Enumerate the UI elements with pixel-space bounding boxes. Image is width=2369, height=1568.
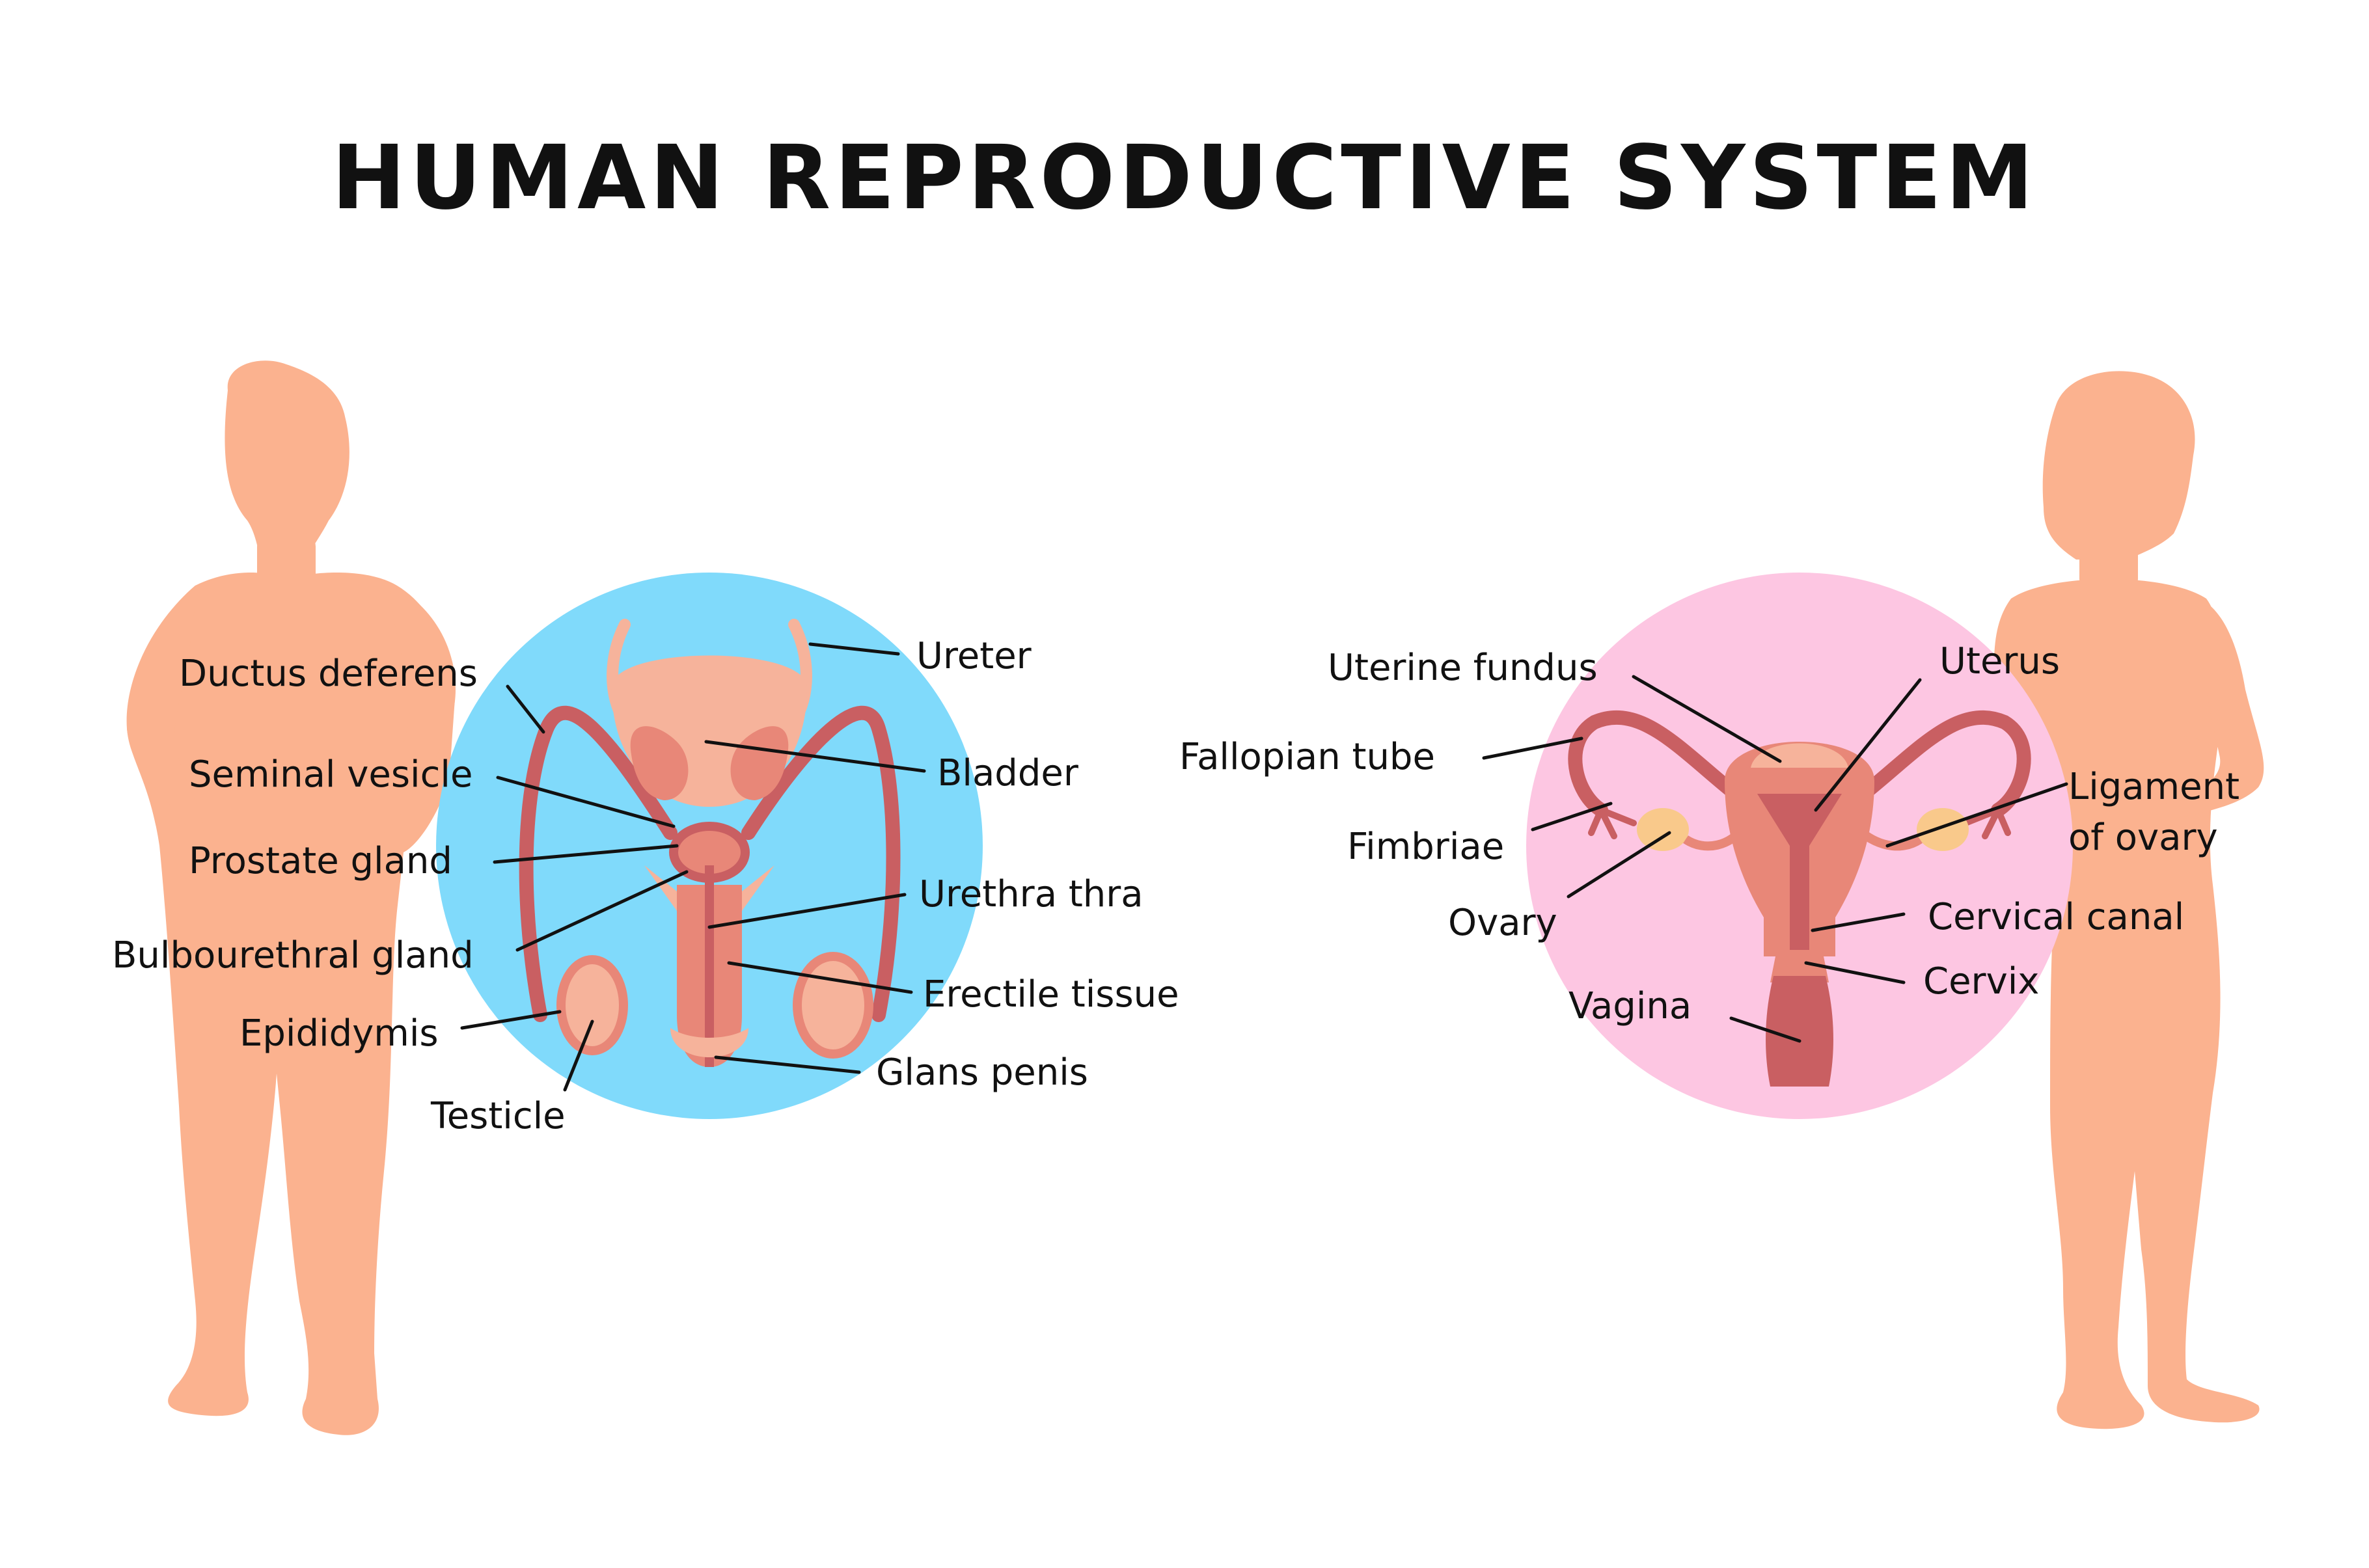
female-uterine-fundus [1751,743,1848,768]
male-leader-lines [460,642,926,1092]
male-testicle-right [793,952,873,1059]
label-fallopian-tube: Fallopian tube [1179,736,1435,778]
label-ligament-line1: Ligament [2068,766,2239,808]
label-ligament-line2: of ovary [2068,817,2218,859]
female-fallopian-left [1568,710,1738,817]
female-arm [2156,599,2264,820]
female-fimbriae-left [1588,807,1637,839]
female-uterine-cavity [1757,794,1842,950]
label-bulbourethral-gland: Bulbourethral gland [112,934,474,977]
male-organs [519,619,901,1067]
label-ureter: Ureter [916,635,1032,677]
label-fimbriae: Fimbriae [1347,826,1504,868]
female-ovary-left [1637,808,1689,851]
label-ovary: Ovary [1448,902,1557,944]
male-bladder-inner [630,726,689,800]
label-glans-penis: Glans penis [876,1051,1088,1094]
male-silhouette [126,360,456,1435]
female-cervix [1770,950,1829,982]
label-cervix: Cervix [1923,960,2039,1003]
female-hand [2148,736,2213,763]
label-cervical-canal: Cervical canal [1928,896,2184,938]
male-left-arm [127,586,204,837]
female-organs [1568,710,2031,1087]
male-right-arm [311,586,456,848]
label-vagina: Vagina [1568,985,1691,1027]
male-head [225,360,349,560]
label-bladder: Bladder [937,752,1079,794]
male-glans [670,1028,748,1057]
male-ductus-left [519,705,678,1022]
label-uterine-fundus: Uterine fundus [1328,647,1598,689]
label-testicle: Testicle [430,1095,566,1137]
female-vagina [1766,976,1833,1087]
female-leader-lines [1482,675,2068,1043]
female-fallopian-right [1861,710,2031,817]
female-fimbriae-right [1962,807,2011,839]
male-bladder-inner-right [730,726,789,800]
label-seminal-vesicle: Seminal vesicle [189,753,472,796]
page-title: HUMAN REPRODUCTIVE SYSTEM [331,127,2037,230]
female-head [2042,371,2195,560]
male-erectile-left [644,865,677,911]
male-erectile-right [742,865,774,911]
female-neck [2079,540,2138,592]
label-urethra: Urethra thra [919,873,1143,915]
label-ductus-deferens: Ductus deferens [179,653,478,695]
male-body [126,573,456,1435]
female-ovary-right [1917,808,1969,851]
male-testicle-left [556,955,628,1055]
label-erectile-tissue: Erectile tissue [923,973,1179,1016]
label-epididymis: Epididymis [240,1012,439,1055]
label-uterus: Uterus [1939,640,2060,683]
label-prostate-gland: Prostate gland [189,840,452,882]
